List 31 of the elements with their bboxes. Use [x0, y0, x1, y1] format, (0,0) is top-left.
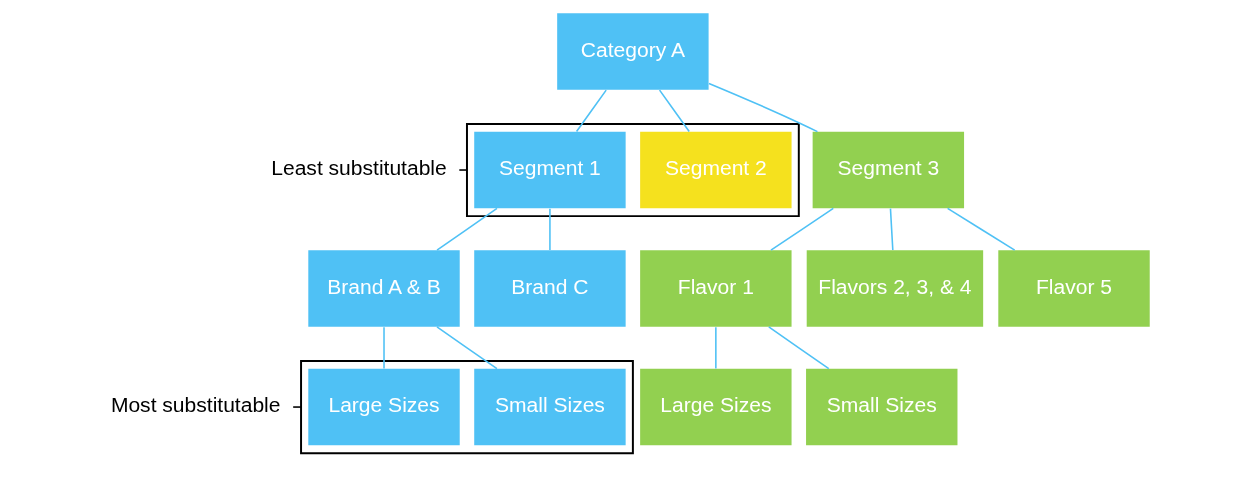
- node-box: Brand A & B: [308, 250, 460, 327]
- node-text: Most substitutable: [110, 393, 281, 417]
- node-box: Flavors 2, 3, & 4: [806, 250, 984, 327]
- connector: [889, 207, 894, 251]
- node-box: Category A: [557, 13, 709, 90]
- connector: [436, 207, 498, 251]
- node-box: Brand C: [474, 250, 626, 327]
- node-box: Large Sizes: [308, 368, 460, 446]
- connector: [458, 169, 468, 171]
- node-box: Segment 3: [812, 131, 965, 209]
- cluster: [466, 122, 800, 218]
- connector: [946, 207, 1016, 251]
- connector: [383, 326, 385, 370]
- node-box: Small Sizes: [474, 368, 626, 446]
- connector: [436, 326, 498, 370]
- node-box: Flavor 1: [640, 250, 792, 327]
- connector: [770, 207, 835, 251]
- connector: [768, 326, 830, 370]
- node-box: Flavor 5: [998, 250, 1150, 327]
- node-box: Segment 2: [640, 131, 792, 209]
- node-box: Small Sizes: [806, 368, 958, 446]
- node-box: Large Sizes: [640, 368, 792, 446]
- connector: [658, 89, 690, 133]
- connector: [549, 207, 551, 251]
- node-text: Least substitutable: [271, 156, 447, 180]
- node-box: Segment 1: [474, 131, 626, 209]
- connector: [715, 326, 717, 370]
- connector: [575, 89, 607, 133]
- connector: [708, 82, 819, 133]
- connector: [292, 406, 302, 408]
- cluster: [300, 359, 634, 455]
